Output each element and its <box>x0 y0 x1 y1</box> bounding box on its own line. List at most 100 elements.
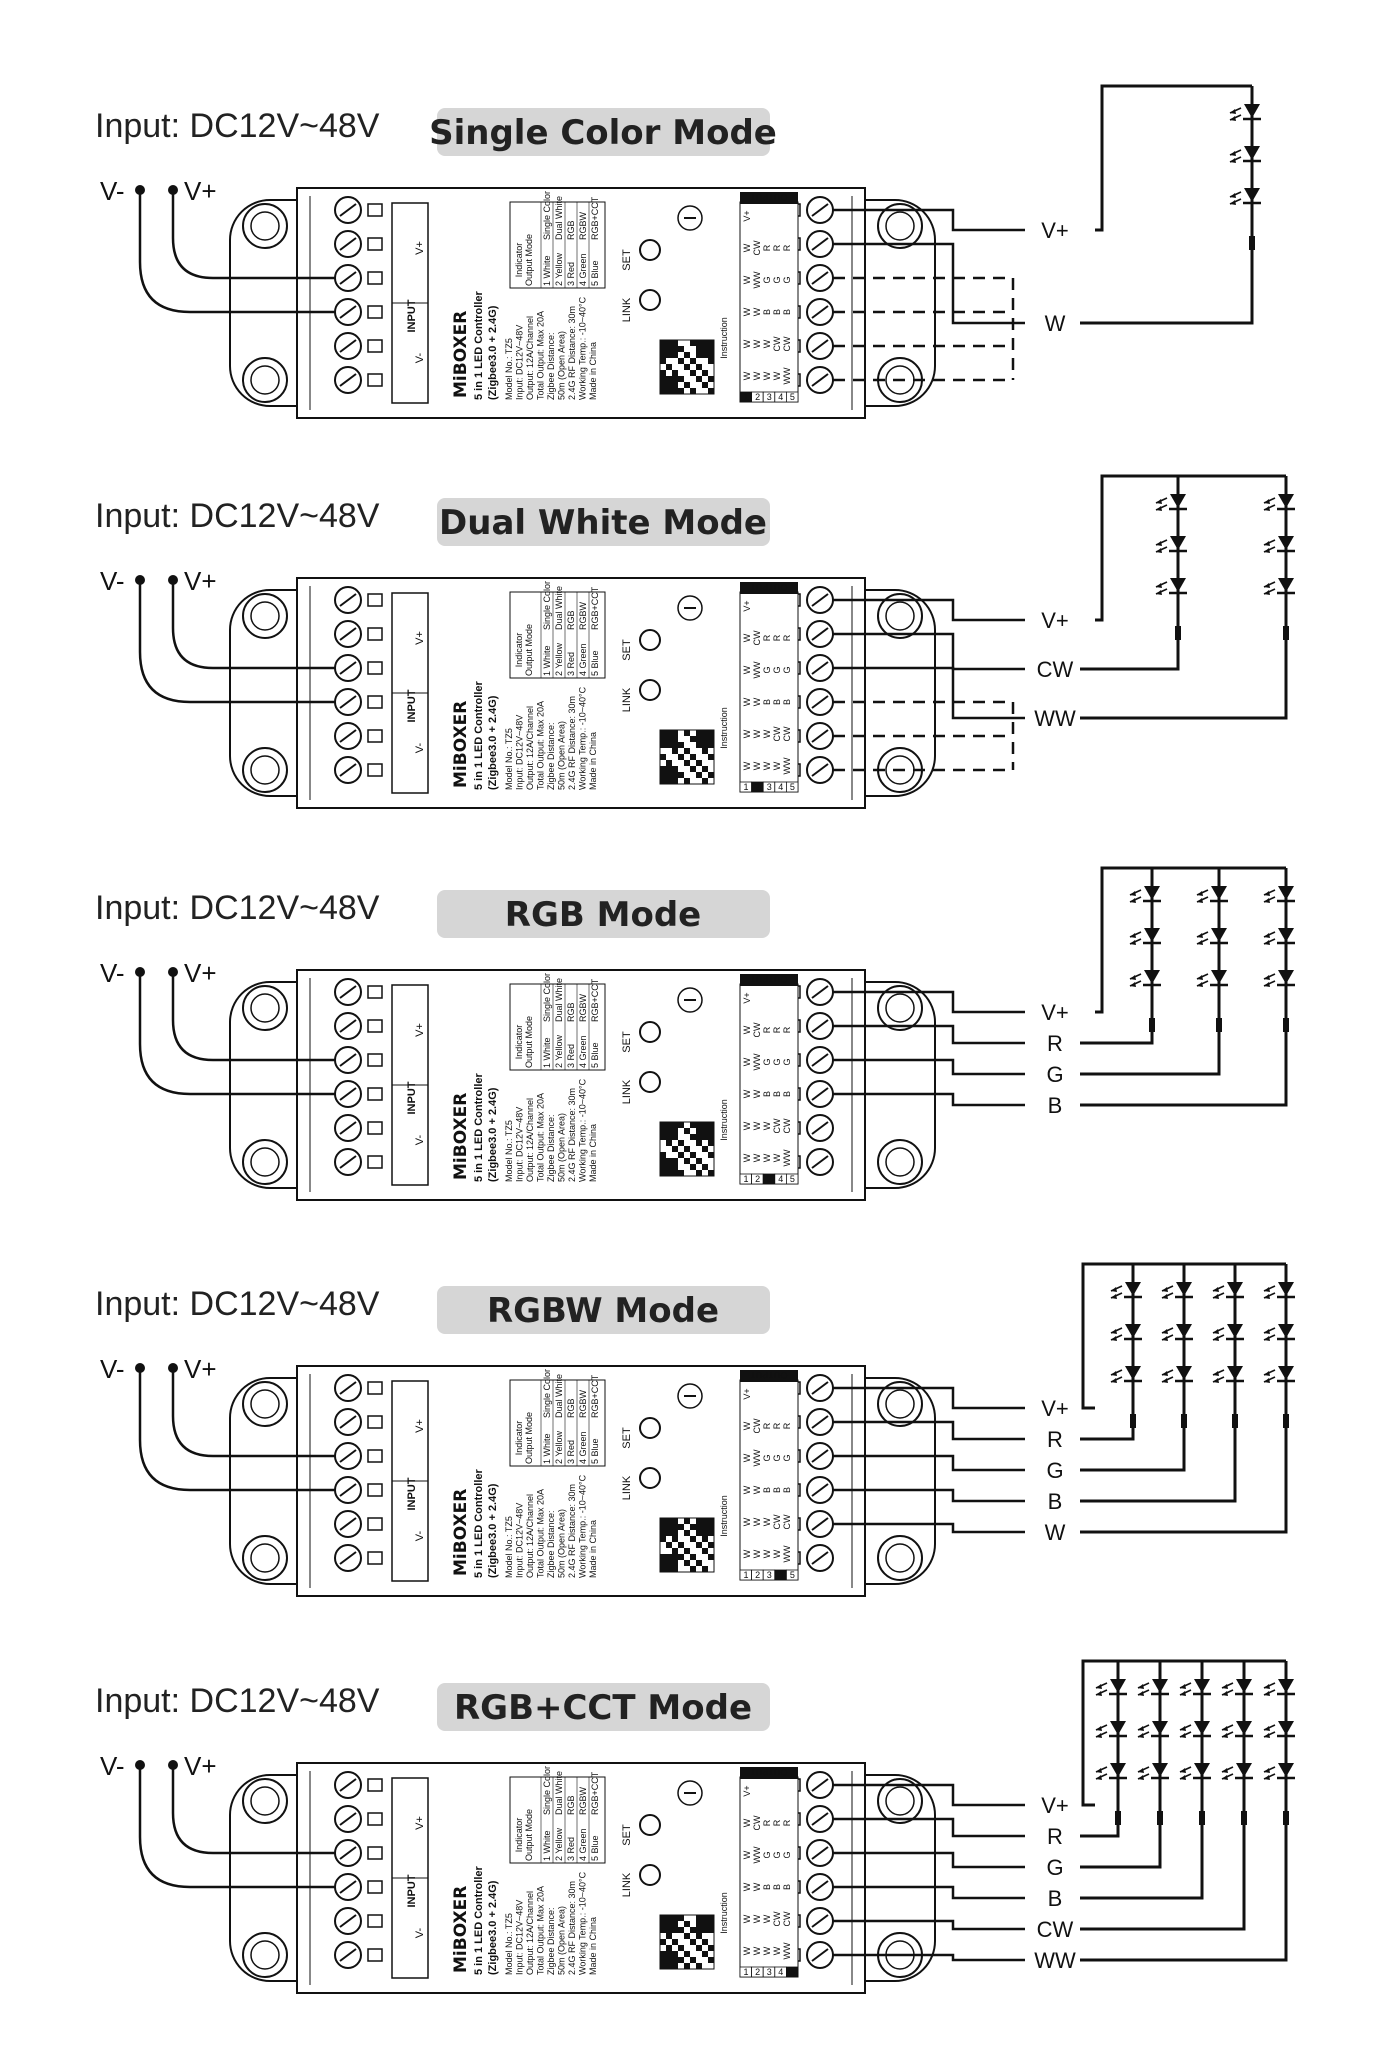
qr-cell <box>678 1524 684 1530</box>
qr-cell <box>690 1152 696 1158</box>
input-block-label: INPUT <box>406 1477 418 1510</box>
output-cell: G <box>762 1454 772 1461</box>
qr-cell <box>666 1915 672 1921</box>
qr-cell <box>660 1134 666 1140</box>
qr-cell <box>696 1945 702 1951</box>
indicator-title: Indicator <box>514 1025 524 1060</box>
device-subtitle: (Zigbee3.0 + 2.4G) <box>487 305 499 400</box>
qr-cell <box>684 1933 690 1939</box>
output-wire-0 <box>833 990 1025 1014</box>
qr-cell <box>696 1530 702 1536</box>
output-cell: R <box>762 244 772 251</box>
terminal-clip <box>367 1483 383 1497</box>
led-ray-head <box>1130 891 1136 896</box>
output-wire-1 <box>833 242 1025 325</box>
led-triangle <box>1278 1721 1294 1735</box>
qr-cell <box>690 1554 696 1560</box>
brand-logo: MiBOXER <box>451 1886 471 1973</box>
mode-title-pill <box>437 890 770 938</box>
qr-cell <box>708 346 714 352</box>
output-table <box>739 1776 799 1978</box>
spec-line: Input: DC12V~48V <box>515 1900 525 1975</box>
output-label-1: R <box>1047 1427 1063 1452</box>
spec-line: Working Temp.: -10~40°C <box>578 686 588 790</box>
indicator-mode: RGBW <box>578 1786 588 1815</box>
qr-cell <box>660 1170 666 1176</box>
output-cell: W <box>762 729 772 738</box>
indicator-mode: RGB+CCT <box>590 196 600 240</box>
indicator-subtitle: Output Mode <box>524 1412 534 1464</box>
spec-line: Model No.: TZ5 <box>504 1913 514 1975</box>
qr-cell <box>666 1518 672 1524</box>
strip-resistor <box>1283 1414 1289 1428</box>
qr-cell <box>678 346 684 352</box>
output-header <box>740 974 798 986</box>
label-mask <box>1033 1031 1077 1055</box>
indicator-mode: RGB <box>566 610 576 630</box>
led-triangle <box>1152 1679 1168 1693</box>
spec-line: Input: DC12V~48V <box>515 325 525 400</box>
screw-slot <box>811 1812 829 1826</box>
led-triangle <box>1278 928 1294 942</box>
qr-cell <box>660 778 666 784</box>
led-symbol <box>1137 1679 1169 1696</box>
qr-cell <box>696 1524 702 1530</box>
output-wire-2 <box>833 666 1025 720</box>
qr-cell <box>684 730 690 736</box>
channel-wire-1 <box>1080 1032 1154 1045</box>
led-triangle <box>1278 1679 1294 1693</box>
qr-cell <box>660 1921 666 1927</box>
output-cell: R <box>782 1422 792 1429</box>
led-ray-head <box>1180 1726 1186 1731</box>
input-voltage-label: Input: DC12V~48V <box>95 1682 380 1720</box>
led-triangle <box>1211 886 1227 900</box>
output-cell: V+ <box>742 210 752 221</box>
led-ray-head <box>1180 1775 1186 1780</box>
led-ray-head <box>1264 1733 1270 1738</box>
qr-cell <box>702 1536 708 1542</box>
spec-line: 2.4G RF Distance: 30m <box>567 696 577 790</box>
qr-cell <box>702 346 708 352</box>
led-ray-head <box>1130 898 1136 903</box>
output-cell: W <box>742 339 752 348</box>
mount-hole-inner <box>250 211 280 241</box>
output-wire-1 <box>833 1024 1025 1045</box>
qr-cell <box>690 1939 696 1945</box>
qr-cell <box>708 736 714 742</box>
qr-cell <box>672 1939 678 1945</box>
mount-hole-inner <box>250 1940 280 1970</box>
mount-hole <box>242 747 288 793</box>
qr-cell <box>672 1122 678 1128</box>
led-ray-head <box>1264 1726 1270 1731</box>
output-cell: B <box>772 1884 782 1890</box>
qr-cell <box>708 1122 714 1128</box>
output-cell: V+ <box>742 1785 752 1796</box>
qr-cell <box>672 736 678 742</box>
spec-line: Made in China <box>588 1520 598 1578</box>
screw-slot <box>339 1381 357 1395</box>
output-cell: R <box>772 1819 782 1826</box>
mount-hole-inner <box>885 601 915 631</box>
output-cell: W <box>742 1421 752 1430</box>
mount-hole <box>877 1778 923 1824</box>
mode-title: Dual White Mode <box>439 503 767 543</box>
output-cell: B <box>772 1487 782 1493</box>
strip-resistor <box>1232 1414 1238 1428</box>
mount-hole-inner <box>885 211 915 241</box>
output-cell: G <box>762 666 772 673</box>
led-ray-head <box>1264 1684 1270 1689</box>
strip-resistor <box>1115 1811 1121 1825</box>
led-triangle <box>1236 1721 1252 1735</box>
output-cell: G <box>772 1058 782 1065</box>
screw-slot <box>811 763 829 777</box>
led-ray-head <box>1111 1378 1117 1383</box>
qr-cell <box>708 1524 714 1530</box>
mode-title-pill <box>437 1286 770 1334</box>
mount-hole <box>242 1778 288 1824</box>
output-index-box <box>786 1173 799 1185</box>
led-ray-head <box>1264 583 1270 588</box>
qr-cell <box>690 370 696 376</box>
spec-line: Input: DC12V~48V <box>515 1503 525 1578</box>
